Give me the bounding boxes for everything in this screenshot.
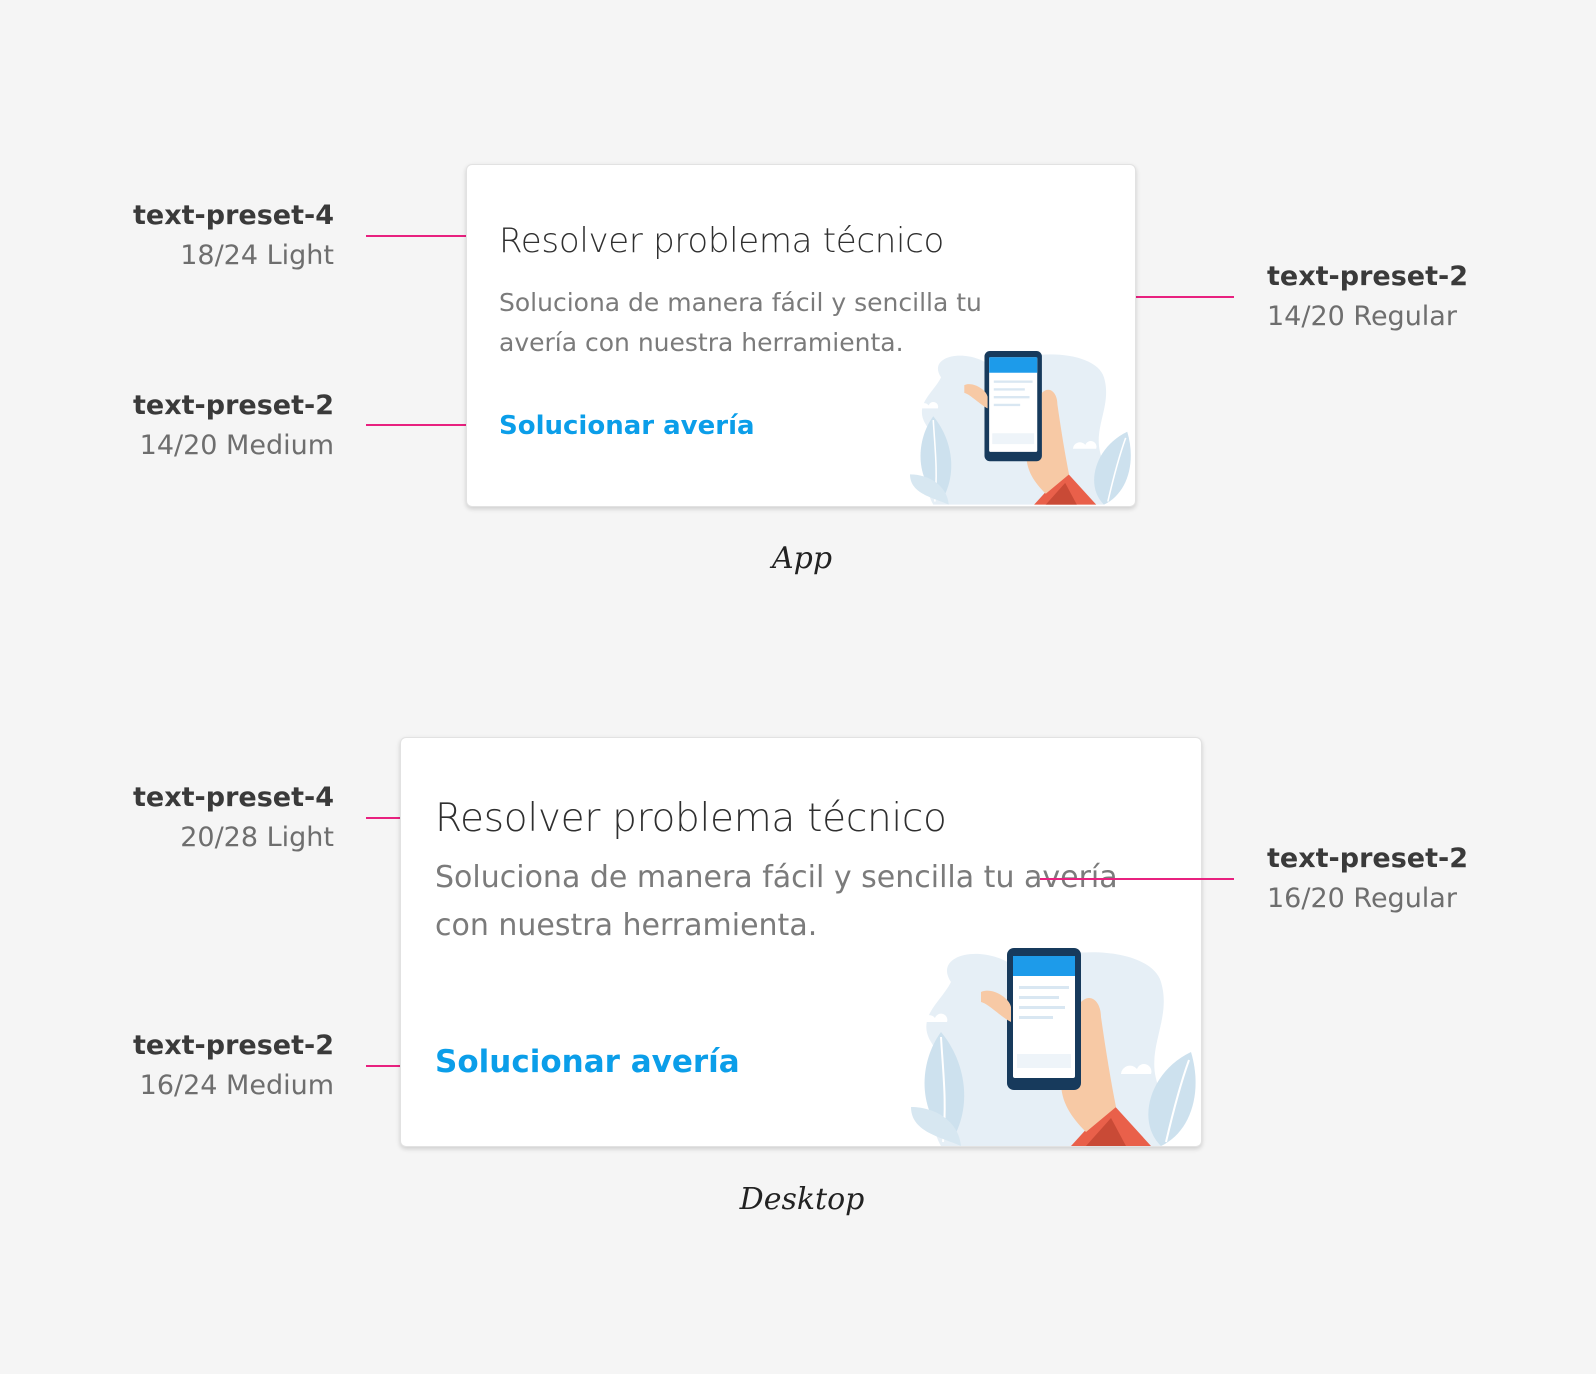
desktop-link-spec: text-preset-2 16/24 Medium	[133, 1032, 334, 1099]
solve-fault-link[interactable]: Solucionar avería	[435, 1044, 740, 1080]
hand-holding-phone-illustration	[911, 948, 1196, 1146]
spec-metric: 20/28 Light	[180, 822, 334, 853]
desktop-description-leader-line	[1040, 878, 1234, 880]
app-description-leader-line	[1040, 296, 1234, 298]
spec-preset: text-preset-4	[133, 200, 334, 231]
spec-preset: text-preset-2	[1267, 261, 1468, 292]
spec-preset: text-preset-2	[133, 1030, 334, 1061]
desktop-card[interactable]: Resolver problema técnico Soluciona de m…	[400, 737, 1202, 1147]
card-title: Resolver problema técnico	[435, 796, 947, 841]
hand-holding-phone-illustration	[910, 351, 1131, 505]
spec-metric: 14/20 Regular	[1267, 301, 1457, 332]
app-link-leader-line	[366, 424, 483, 426]
app-caption: App	[771, 541, 833, 576]
card-description: Soluciona de manera fácil y sencilla tu …	[435, 860, 1118, 943]
spec-metric: 14/20 Medium	[139, 430, 334, 461]
spec-preset: text-preset-2	[1267, 843, 1468, 874]
desktop-caption: Desktop	[739, 1182, 865, 1217]
desktop-description-spec: text-preset-2 16/20 Regular	[1267, 845, 1468, 912]
app-link-spec: text-preset-2 14/20 Medium	[133, 392, 334, 459]
card-title: Resolver problema técnico	[499, 221, 945, 261]
app-title-leader-line	[366, 235, 483, 237]
spec-metric: 16/20 Regular	[1267, 883, 1457, 914]
spec-metric: 18/24 Light	[180, 240, 334, 271]
spec-metric: 16/24 Medium	[139, 1070, 334, 1101]
app-title-spec: text-preset-4 18/24 Light	[133, 202, 334, 269]
app-description-spec: text-preset-2 14/20 Regular	[1267, 263, 1468, 330]
desktop-title-spec: text-preset-4 20/28 Light	[133, 784, 334, 851]
app-card[interactable]: Resolver problema técnico Soluciona de m…	[466, 164, 1136, 507]
card-description: Soluciona de manera fácil y sencilla tu …	[499, 288, 982, 357]
spec-preset: text-preset-4	[133, 782, 334, 813]
spec-preset: text-preset-2	[133, 390, 334, 421]
solve-fault-link[interactable]: Solucionar avería	[499, 411, 755, 441]
